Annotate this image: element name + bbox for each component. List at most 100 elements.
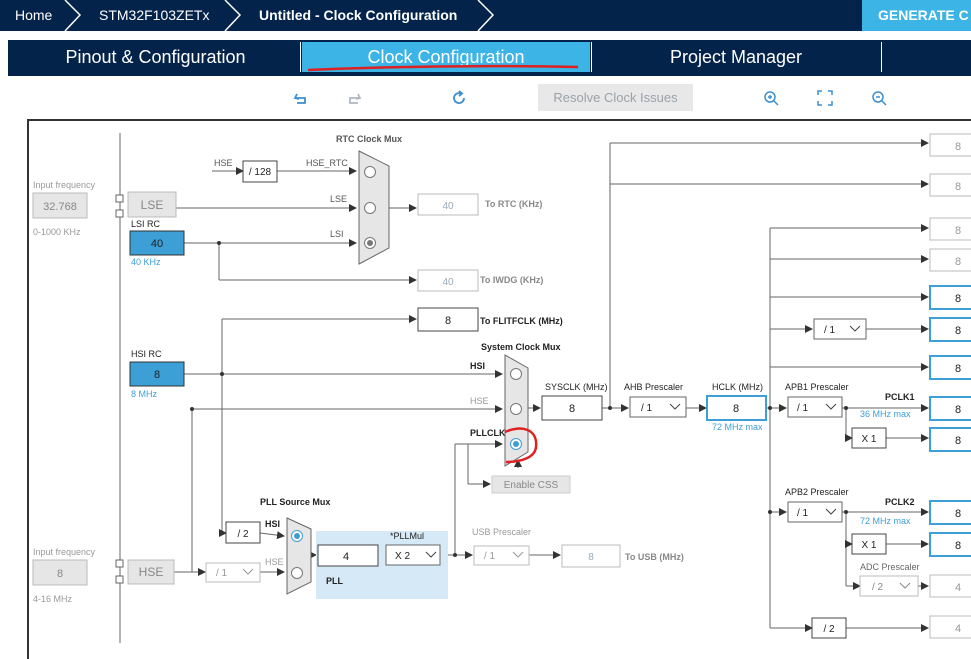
cortex-prescaler-select[interactable]	[813, 318, 867, 340]
adc-prescaler-value: / 2	[872, 582, 884, 593]
rtc-mux-radio-lse[interactable]	[364, 202, 376, 214]
reset-icon[interactable]	[449, 88, 469, 108]
lsi-line-label: LSI	[330, 229, 344, 239]
chevron-down-icon	[825, 508, 837, 515]
zoom-in-icon[interactable]	[761, 88, 781, 108]
output-value: 8	[955, 435, 961, 447]
breadcrumb-mcu[interactable]: STM32F103ZETx	[99, 7, 210, 23]
output-value: 8	[955, 141, 961, 153]
pclk1-label: PCLK1	[885, 392, 915, 402]
pll-input-value: 4	[343, 551, 349, 563]
apb2-prescaler-select[interactable]	[787, 501, 843, 523]
pclk2-label: PCLK2	[885, 497, 915, 507]
sysclk-value: 8	[569, 403, 575, 415]
output-value: 4	[955, 623, 961, 635]
tab-pinout[interactable]: Pinout & Configuration	[65, 47, 246, 67]
breadcrumb-current: Untitled - Clock Configuration	[259, 7, 458, 23]
ahb-prescaler-label: AHB Prescaler	[624, 382, 683, 392]
usb-prescaler-select[interactable]	[473, 545, 530, 566]
adc-prescaler-select[interactable]	[859, 575, 919, 597]
lse-line-label: LSE	[330, 194, 347, 204]
tab-project-manager[interactable]: Project Manager	[669, 47, 803, 67]
zoom-out-icon[interactable]	[869, 88, 889, 108]
pclk2-max: 72 MHz max	[860, 516, 911, 526]
usb-prescaler-value: / 1	[484, 551, 496, 562]
tab-divider	[881, 42, 882, 72]
hse-prediv-select[interactable]	[205, 562, 261, 583]
hse-input-value: 8	[57, 568, 63, 580]
rtc-output-value: 40	[442, 201, 454, 212]
lsi-value: 40	[151, 238, 163, 250]
hclk-max: 72 MHz max	[712, 422, 763, 432]
lse-input-field[interactable]	[32, 192, 88, 219]
hse-range: 4-16 MHz	[33, 594, 73, 604]
output-value: 8	[955, 293, 961, 305]
output-value: 8	[955, 363, 961, 375]
enable-css-button[interactable]	[491, 475, 571, 494]
pll-mux-radio-hse[interactable]	[291, 567, 303, 579]
rtc-hse-label: HSE	[214, 158, 233, 168]
output-value: 8	[955, 225, 961, 237]
hsi-unit: 8 MHz	[131, 389, 158, 399]
apb1-prescaler-value: / 1	[797, 403, 809, 414]
lse-label: LSE	[141, 198, 164, 212]
adc-prescaler-label: ADC Prescaler	[860, 562, 920, 572]
sys-mux-pllclk-label: PLLCLK	[470, 428, 506, 438]
apb2-timer-multiplier: X 1	[861, 540, 876, 551]
lse-input-value: 32.768	[43, 201, 77, 213]
output-value: 8	[955, 404, 961, 416]
sys-mux-radio-hse[interactable]	[510, 403, 522, 415]
rtc-mux-radio-hse[interactable]	[364, 166, 376, 178]
sys-mux-hsi-label: HSI	[470, 361, 485, 371]
sys-mux-radio-hsi[interactable]	[510, 368, 522, 380]
breadcrumb-separator-icon	[64, 0, 82, 31]
output-value: 8	[955, 256, 961, 268]
apb1-prescaler-select[interactable]	[787, 396, 843, 418]
breadcrumb-separator-icon	[224, 0, 242, 31]
resolve-clock-issues-button[interactable]: Resolve Clock Issues	[538, 84, 693, 111]
undo-icon[interactable]	[291, 88, 311, 108]
hse-prediv-value: / 1	[216, 568, 228, 579]
lsi-unit: 40 KHz	[131, 257, 161, 267]
chevron-down-icon	[899, 582, 911, 589]
chevron-down-icon	[512, 551, 524, 558]
hse-rtc-label: HSE_RTC	[306, 158, 348, 168]
pclk1-max: 36 MHz max	[860, 409, 911, 419]
pllmul-label: *PLLMul	[390, 531, 424, 541]
chevron-down-icon	[825, 403, 837, 410]
ahb-prescaler-value: / 1	[641, 403, 653, 414]
hse-input-frequency-label: Input frequency	[33, 547, 96, 557]
lse-range: 0-1000 KHz	[33, 227, 81, 237]
pllmul-select[interactable]	[385, 544, 441, 566]
div2-box: / 2	[823, 624, 835, 635]
output-value: 8	[955, 540, 961, 552]
iwdg-output-label: To IWDG (KHz)	[480, 275, 543, 285]
annotation-circle	[504, 427, 538, 464]
hclk-field[interactable]	[706, 395, 767, 421]
ahb-prescaler-select[interactable]	[629, 396, 687, 418]
rtc-mux-title: RTC Clock Mux	[336, 134, 402, 144]
generate-code-button[interactable]: GENERATE C	[862, 0, 971, 31]
chevron-down-icon	[849, 325, 861, 332]
hse-input-field[interactable]	[32, 559, 88, 586]
flit-output-label: To FLITFCLK (MHz)	[480, 316, 563, 326]
pll-hsi-div2: / 2	[237, 529, 249, 540]
output-value: 8	[955, 508, 961, 520]
clock-tree-diagram: Input frequency 32.768 0-1000 KHz LSE LS…	[32, 133, 971, 643]
pllmul-value: X 2	[395, 551, 410, 562]
apb2-prescaler-value: / 1	[797, 508, 809, 519]
rtc-div128: / 128	[249, 167, 272, 178]
pll-mux-hse-label: HSE	[265, 557, 284, 567]
tab-divider	[300, 42, 301, 72]
output-value: 8	[955, 181, 961, 193]
wiring	[119, 133, 929, 643]
system-clock-mux-title: System Clock Mux	[481, 342, 561, 352]
pll-source-mux	[286, 517, 312, 595]
chevron-down-icon	[425, 551, 437, 558]
hsi-rc-block	[129, 361, 185, 387]
sys-mux-hse-label: HSE	[470, 396, 489, 406]
redo-icon[interactable]	[344, 88, 364, 108]
sysclk-field[interactable]	[541, 395, 603, 421]
breadcrumb-home[interactable]: Home	[15, 7, 53, 23]
fit-icon[interactable]	[815, 88, 835, 108]
